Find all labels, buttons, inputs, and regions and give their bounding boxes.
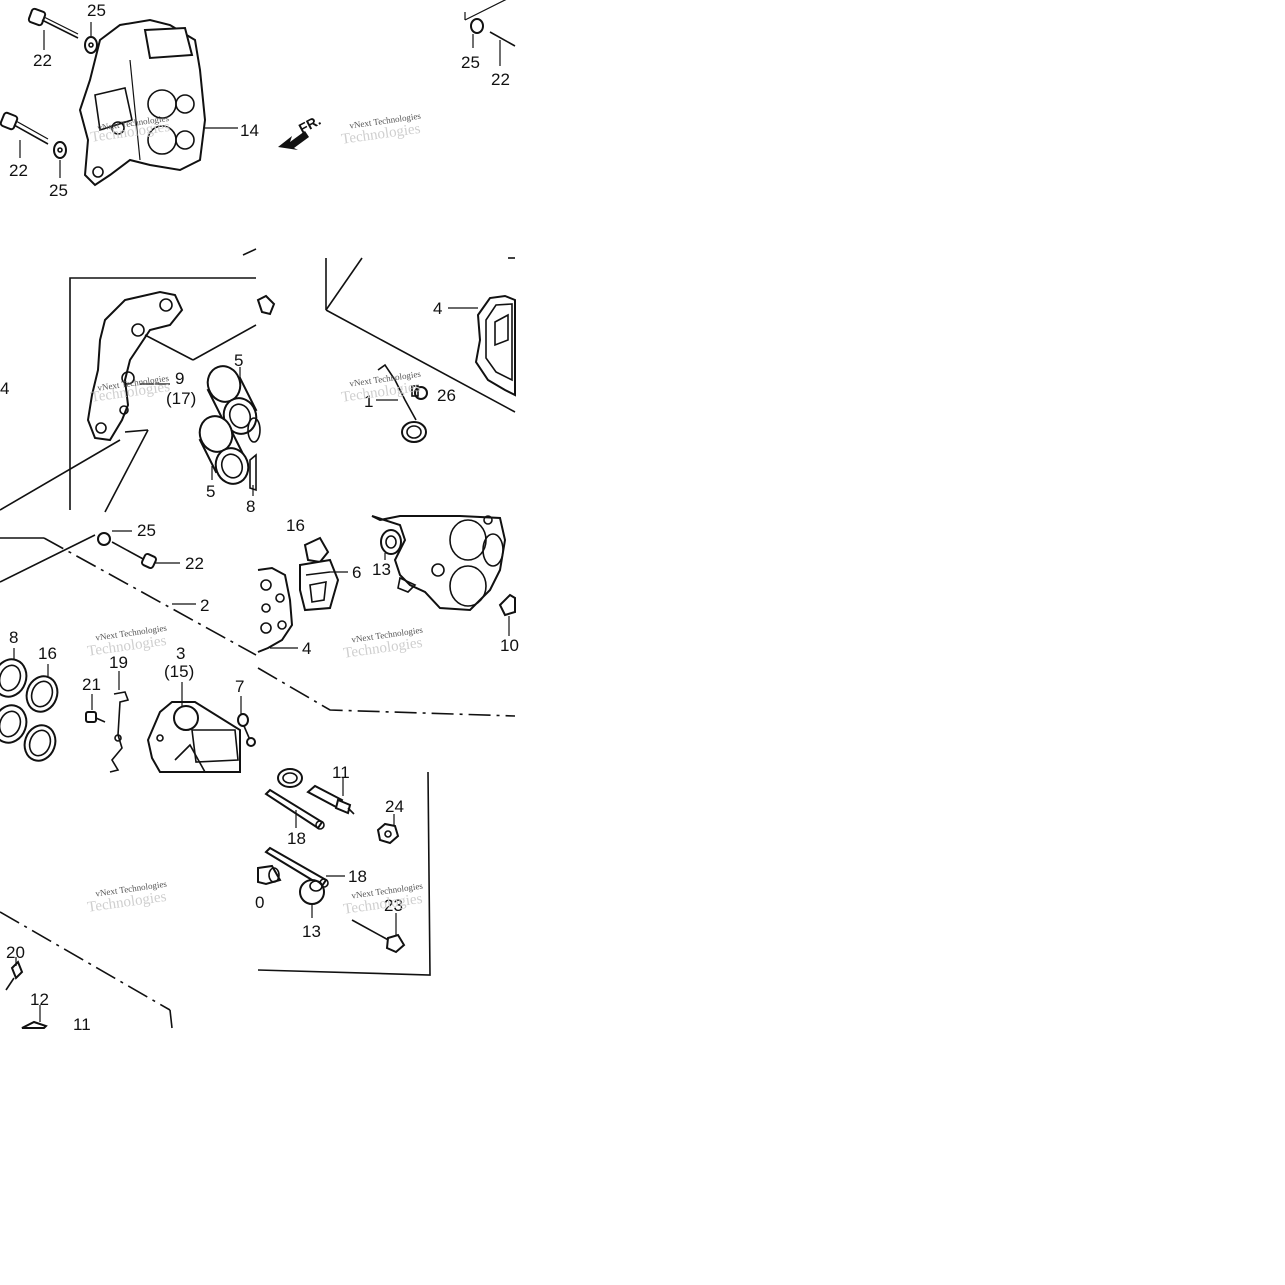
boot-11 — [277, 768, 303, 788]
label-18-b: 18 — [348, 867, 367, 886]
label-21: 21 — [82, 675, 101, 694]
label-9: 9 — [175, 369, 184, 388]
label-10: 10 — [500, 636, 519, 655]
label-8-a: 8 — [246, 497, 255, 516]
label-15: (15) — [164, 662, 194, 681]
sleeve-0-fragment — [257, 864, 282, 886]
label-23: 23 — [384, 896, 403, 915]
bracket-9 — [86, 290, 184, 442]
nut-24 — [376, 822, 400, 845]
label-24: 24 — [385, 797, 404, 816]
label-22-d: 22 — [185, 554, 204, 573]
pin-11 — [306, 784, 355, 815]
seal-16-upper — [25, 675, 59, 713]
label-18-a: 18 — [287, 829, 306, 848]
caliper-3 — [146, 701, 241, 773]
label-22-b: 22 — [9, 161, 28, 180]
label-25-b: 25 — [49, 181, 68, 200]
label-5-a: 5 — [234, 351, 243, 370]
label-3: 3 — [176, 644, 185, 663]
label-8-b: 8 — [9, 628, 18, 647]
caliper-half-body — [371, 515, 507, 612]
pad-section: 4 26 1 — [256, 257, 516, 443]
retainer-19 — [109, 691, 130, 773]
bottom-left-section: 20 12 11 — [0, 911, 173, 1034]
piston-5-lower — [198, 415, 250, 485]
bleeder-10 — [498, 593, 516, 617]
plug-26 — [411, 385, 428, 400]
bleeder-20 — [5, 960, 24, 991]
pad-pin-1 — [377, 363, 427, 443]
seal-16-lower — [23, 724, 57, 762]
caliper-assembly-top: 25 22 22 25 14 — [0, 1, 259, 200]
washer-25-top — [84, 36, 98, 54]
label-4-a: 4 — [0, 379, 9, 398]
label-25-d: 25 — [137, 521, 156, 540]
label-14: 14 — [240, 121, 259, 140]
label-25-c: 25 — [461, 53, 480, 72]
label-1: 1 — [364, 392, 373, 411]
label-20: 20 — [6, 943, 25, 962]
label-17: (17) — [166, 389, 196, 408]
cap-12 — [21, 1020, 48, 1029]
sleeve-13-a — [380, 529, 402, 555]
label-4-c: 4 — [302, 639, 311, 658]
washer-25-mid — [97, 532, 111, 546]
bolt-22-right-fragment: 25 22 — [461, 0, 516, 89]
bolt-22-mid — [141, 553, 157, 569]
label-16-a: 16 — [286, 516, 305, 535]
front-direction-arrow: FR. — [278, 112, 323, 150]
label-5-b: 5 — [206, 482, 215, 501]
washer-25-lower — [53, 141, 67, 159]
pad-spring-6 — [299, 536, 340, 612]
mounting-bolt-section: 25 22 2 — [0, 521, 257, 656]
screw-21 — [85, 711, 106, 723]
label-22-a: 22 — [33, 51, 52, 70]
watermarks: Technologies vNext Technologies Technolo… — [86, 111, 424, 918]
front-label: FR. — [296, 112, 323, 137]
bolt-22-top — [27, 7, 79, 39]
bracket-section: 4 5 9 (17) 5 8 — [0, 248, 261, 516]
seal-section: 8 16 19 21 3 (15) 7 — [0, 628, 256, 773]
bolt-22-lower — [0, 111, 49, 145]
bolt-23 — [351, 919, 406, 954]
label-13-a: 13 — [372, 560, 391, 579]
brake-pad-4 — [474, 294, 516, 397]
sleeve-13-b — [299, 879, 325, 905]
caliper-body-14 — [78, 18, 207, 187]
label-26: 26 — [437, 386, 456, 405]
label-11-a: 11 — [332, 763, 350, 782]
label-0: 0 — [255, 893, 264, 912]
label-16-b: 16 — [38, 644, 57, 663]
label-7: 7 — [235, 677, 244, 696]
pin-section: 11 24 18 18 0 13 23 — [255, 763, 431, 976]
label-19: 19 — [109, 653, 128, 672]
label-2: 2 — [200, 596, 209, 615]
label-25-a: 25 — [87, 1, 106, 20]
pin-18-upper — [264, 788, 325, 830]
label-12: 12 — [30, 990, 49, 1009]
label-13-b: 13 — [302, 922, 321, 941]
label-6: 6 — [352, 563, 361, 582]
seal-8-upper — [0, 658, 28, 698]
label-11-b: 11 — [73, 1015, 91, 1034]
seal-8-lower — [0, 704, 28, 744]
label-22-c: 22 — [491, 70, 510, 89]
caliper-half-section: 16 6 13 4 10 — [257, 515, 519, 717]
bleeder-7 — [237, 713, 256, 747]
label-4-b: 4 — [433, 299, 442, 318]
